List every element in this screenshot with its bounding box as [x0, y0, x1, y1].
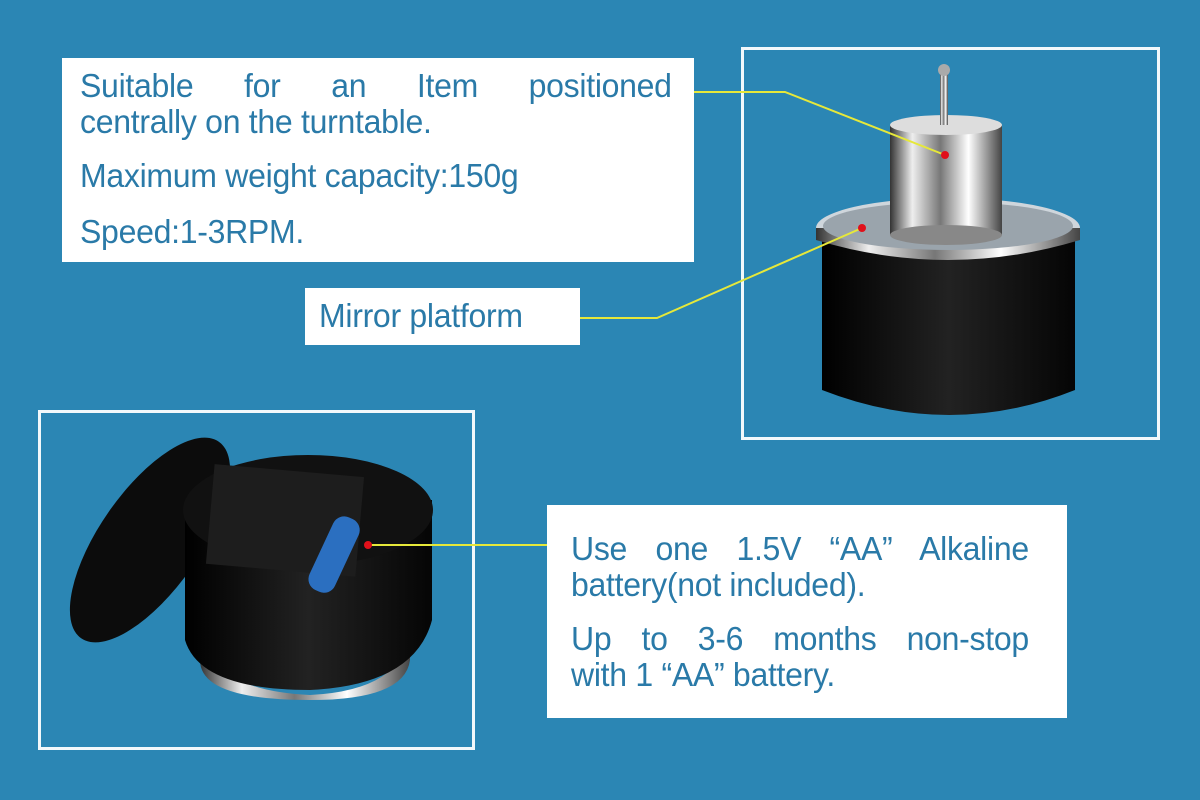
- weight-capacity-text: Maximum weight capacity:150g: [80, 157, 519, 194]
- marker-dot-battery: [364, 541, 372, 549]
- speed-text: Speed:1-3RPM.: [80, 213, 304, 250]
- feature-text-line1: Suitable for an Item positioned: [80, 67, 672, 104]
- battery-text-line1: Use one 1.5V “AA” Alkaline: [571, 530, 1029, 567]
- feature-text-line2: centrally on the turntable.: [80, 103, 432, 140]
- battery-text-line2: battery(not included).: [571, 566, 866, 603]
- mirror-platform-text: Mirror platform: [319, 297, 523, 334]
- battery-compartment-image-frame: [38, 410, 475, 750]
- features-callout: Suitable for an Item positioned centrall…: [62, 58, 694, 262]
- battery-text-line4: with 1 “AA” battery.: [571, 656, 835, 693]
- battery-callout: Use one 1.5V “AA” Alkaline battery(not i…: [547, 505, 1067, 718]
- battery-compartment-product-image: [69, 437, 433, 700]
- leader-line-features: [694, 91, 946, 156]
- leader-line-mirror: [580, 227, 863, 319]
- marker-dot-mirror: [858, 224, 866, 232]
- marker-dot-features: [941, 151, 949, 159]
- turntable-image-frame: [741, 47, 1160, 440]
- mirror-platform-label: Mirror platform: [305, 288, 580, 345]
- turntable-product-image: [816, 64, 1080, 415]
- battery-text-line3: Up to 3-6 months non-stop: [571, 620, 1029, 657]
